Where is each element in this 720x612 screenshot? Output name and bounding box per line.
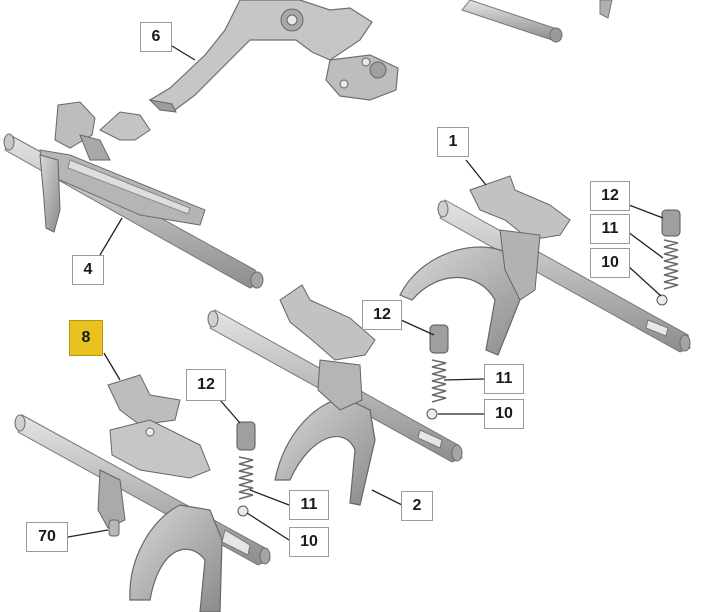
spring-stack-right [656, 209, 681, 306]
callout-12-middle: 12 [362, 300, 402, 330]
callout-10-right: 10 [590, 248, 630, 278]
top-partial-rod [461, 0, 613, 43]
callout-1: 1 [437, 127, 469, 157]
part-2-shift-fork-rod [207, 284, 463, 506]
callout-12-right: 12 [590, 181, 630, 211]
callout-11-middle: 11 [484, 364, 524, 394]
part-4-shift-rod-assembly [3, 101, 264, 289]
callout-11-left: 11 [289, 490, 329, 520]
callout-10-left: 10 [289, 527, 329, 557]
callout-2: 2 [401, 491, 433, 521]
callout-6: 6 [140, 22, 172, 52]
part-1-shift-fork-rod [399, 175, 691, 356]
callout-10-middle: 10 [484, 399, 524, 429]
part-8-selector-rod-assembly [14, 374, 271, 612]
callout-4: 4 [72, 255, 104, 285]
part-70-pin [108, 519, 120, 537]
leader-lines [67, 45, 664, 541]
spring-stack-left [236, 421, 256, 517]
spring-stack-middle [426, 324, 449, 420]
callout-11-right: 11 [590, 214, 630, 244]
callout-8-highlighted: 8 [69, 320, 103, 356]
callout-70: 70 [26, 522, 68, 552]
part-6-selector-lever [148, 0, 399, 113]
callout-12-left: 12 [186, 369, 226, 401]
